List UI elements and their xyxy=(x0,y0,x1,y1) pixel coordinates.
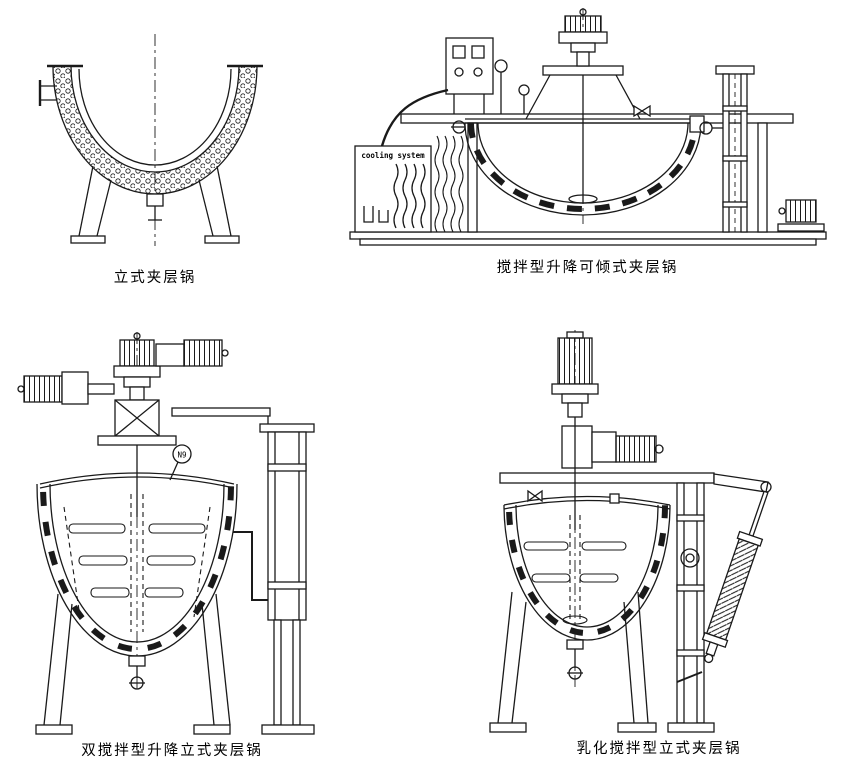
main-stirrer-motor xyxy=(550,331,599,418)
stirrer-motor xyxy=(557,8,608,67)
kettle-shell xyxy=(47,64,263,195)
cylinder-bracket xyxy=(676,671,702,683)
hydraulic-cylinder xyxy=(701,490,769,664)
emulsifying-kettle-drawing xyxy=(488,330,772,733)
support-column xyxy=(666,482,715,733)
hose xyxy=(380,88,448,147)
support-beam xyxy=(498,472,772,493)
kettle-body xyxy=(502,417,671,641)
base-frame xyxy=(348,231,827,246)
second-stirrer-motor xyxy=(17,371,115,405)
tiltable-kettle-drawing: cooling system xyxy=(348,8,827,246)
cooling-box-label: cooling system xyxy=(361,151,425,160)
figure-double-stirring-kettle: N9 xyxy=(12,332,332,760)
main-stirrer-motor xyxy=(113,332,161,401)
pipe xyxy=(233,531,268,601)
vertical-kettle-drawing xyxy=(38,34,263,246)
figure-caption: 立式夹层锅 xyxy=(113,270,197,286)
lifting-column xyxy=(714,65,755,233)
kettle-lid xyxy=(503,489,670,510)
tag-label: N9 xyxy=(177,451,186,460)
figure-emulsifying-kettle: 乳化搅拌型立式夹层锅 xyxy=(470,330,848,758)
figure-stirring-lifting-tiltable-kettle: cooling system xyxy=(335,6,840,277)
support-legs xyxy=(70,165,240,244)
homogenizer-motor xyxy=(560,425,664,469)
bottom-drain-valve xyxy=(565,639,584,680)
cooling-box: cooling system xyxy=(353,145,432,233)
gearbox xyxy=(97,399,177,446)
pressure-gauges xyxy=(493,59,651,118)
double-stirring-kettle-drawing: N9 xyxy=(17,332,315,735)
lifting-column xyxy=(259,423,315,735)
cooling-coil xyxy=(433,135,464,233)
bottom-drain-valve xyxy=(128,655,146,690)
kettle-body xyxy=(463,66,702,216)
stirrer-paddles xyxy=(63,494,211,632)
support-beam xyxy=(171,407,271,424)
support-legs xyxy=(488,591,657,733)
figure-caption: 搅拌型升降可倾式夹层锅 xyxy=(496,260,679,276)
control-panel xyxy=(444,37,494,114)
lift-motor xyxy=(776,199,825,232)
bottom-drain-valve xyxy=(146,193,164,221)
tilt-trunnion xyxy=(450,115,723,135)
figure-vertical-jacketed-kettle: 立式夹层锅 xyxy=(30,28,280,287)
stirrer-paddles xyxy=(522,515,627,625)
figure-caption: 双搅拌型升降立式夹层锅 xyxy=(81,743,263,759)
side-nozzle xyxy=(38,80,57,106)
figure-caption: 乳化搅拌型立式夹层锅 xyxy=(576,741,742,757)
lift-drive-motor xyxy=(155,339,229,367)
support-legs xyxy=(35,593,231,735)
